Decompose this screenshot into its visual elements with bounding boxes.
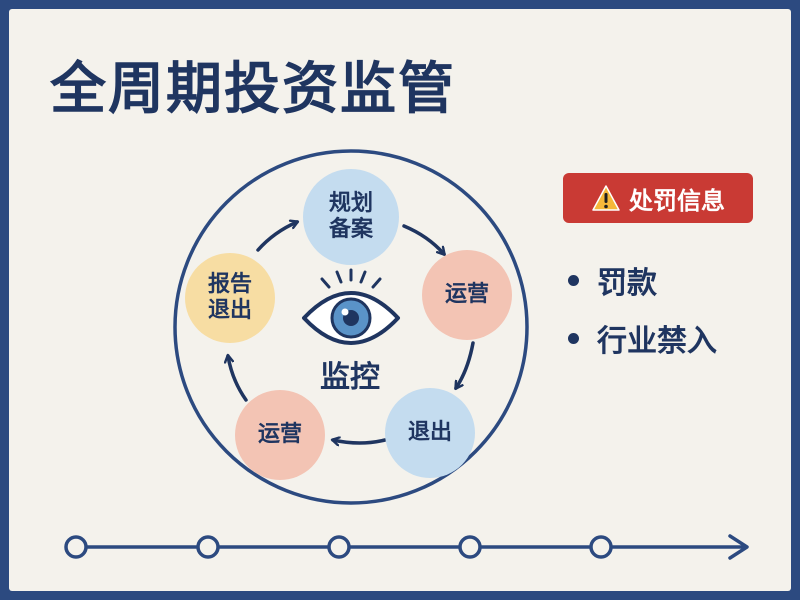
timeline-node (64, 535, 88, 559)
cycle-node-label: 报告 (207, 271, 252, 297)
eye-icon (302, 268, 400, 345)
cycle-node-report-exit: 报告 退出 (185, 253, 275, 343)
cycle-node-label: 规划 (328, 190, 373, 216)
cycle-node-label: 备案 (328, 217, 373, 242)
penalty-item: 罚款 (568, 258, 657, 302)
penalty-item-label: 罚款 (597, 266, 657, 301)
cycle-node-plan-filing: 规划 备案 (303, 169, 399, 265)
penalty-badge: 处罚信息 (563, 173, 753, 223)
cycle-node-operate-2: 运营 (235, 390, 325, 480)
timeline (64, 534, 749, 560)
page-title: 全周期投资监管 (50, 57, 456, 122)
timeline-node (458, 535, 482, 559)
penalty-item-label: 行业禁入 (597, 324, 717, 359)
cycle-node-operate: 运营 (422, 250, 512, 340)
monitor-label: 监控 (320, 360, 380, 395)
timeline-node (196, 535, 220, 559)
arrow-exit-to-operate (333, 440, 387, 443)
arrow-plan-to-operate (402, 224, 444, 254)
bullet-dot (568, 274, 579, 286)
cycle-ring (173, 149, 529, 505)
slide-frame (9, 9, 791, 591)
cycle-node-label: 退出 (407, 419, 452, 445)
bullet-dot (568, 332, 579, 344)
warning-icon (592, 185, 620, 211)
arrow-operate-to-report (228, 356, 248, 402)
arrow-report-to-plan (256, 222, 297, 252)
timeline-node (327, 535, 351, 559)
penalty-item: 行业禁入 (568, 316, 717, 360)
cycle-node-label: 运营 (444, 281, 489, 307)
cycle-node-label: 运营 (257, 421, 302, 447)
cycle-node-label: 退出 (207, 298, 252, 323)
cycle-node-exit: 退出 (385, 388, 475, 478)
penalty-badge-label: 处罚信息 (629, 186, 725, 215)
timeline-node (589, 535, 613, 559)
arrow-operate-to-exit (456, 341, 475, 388)
